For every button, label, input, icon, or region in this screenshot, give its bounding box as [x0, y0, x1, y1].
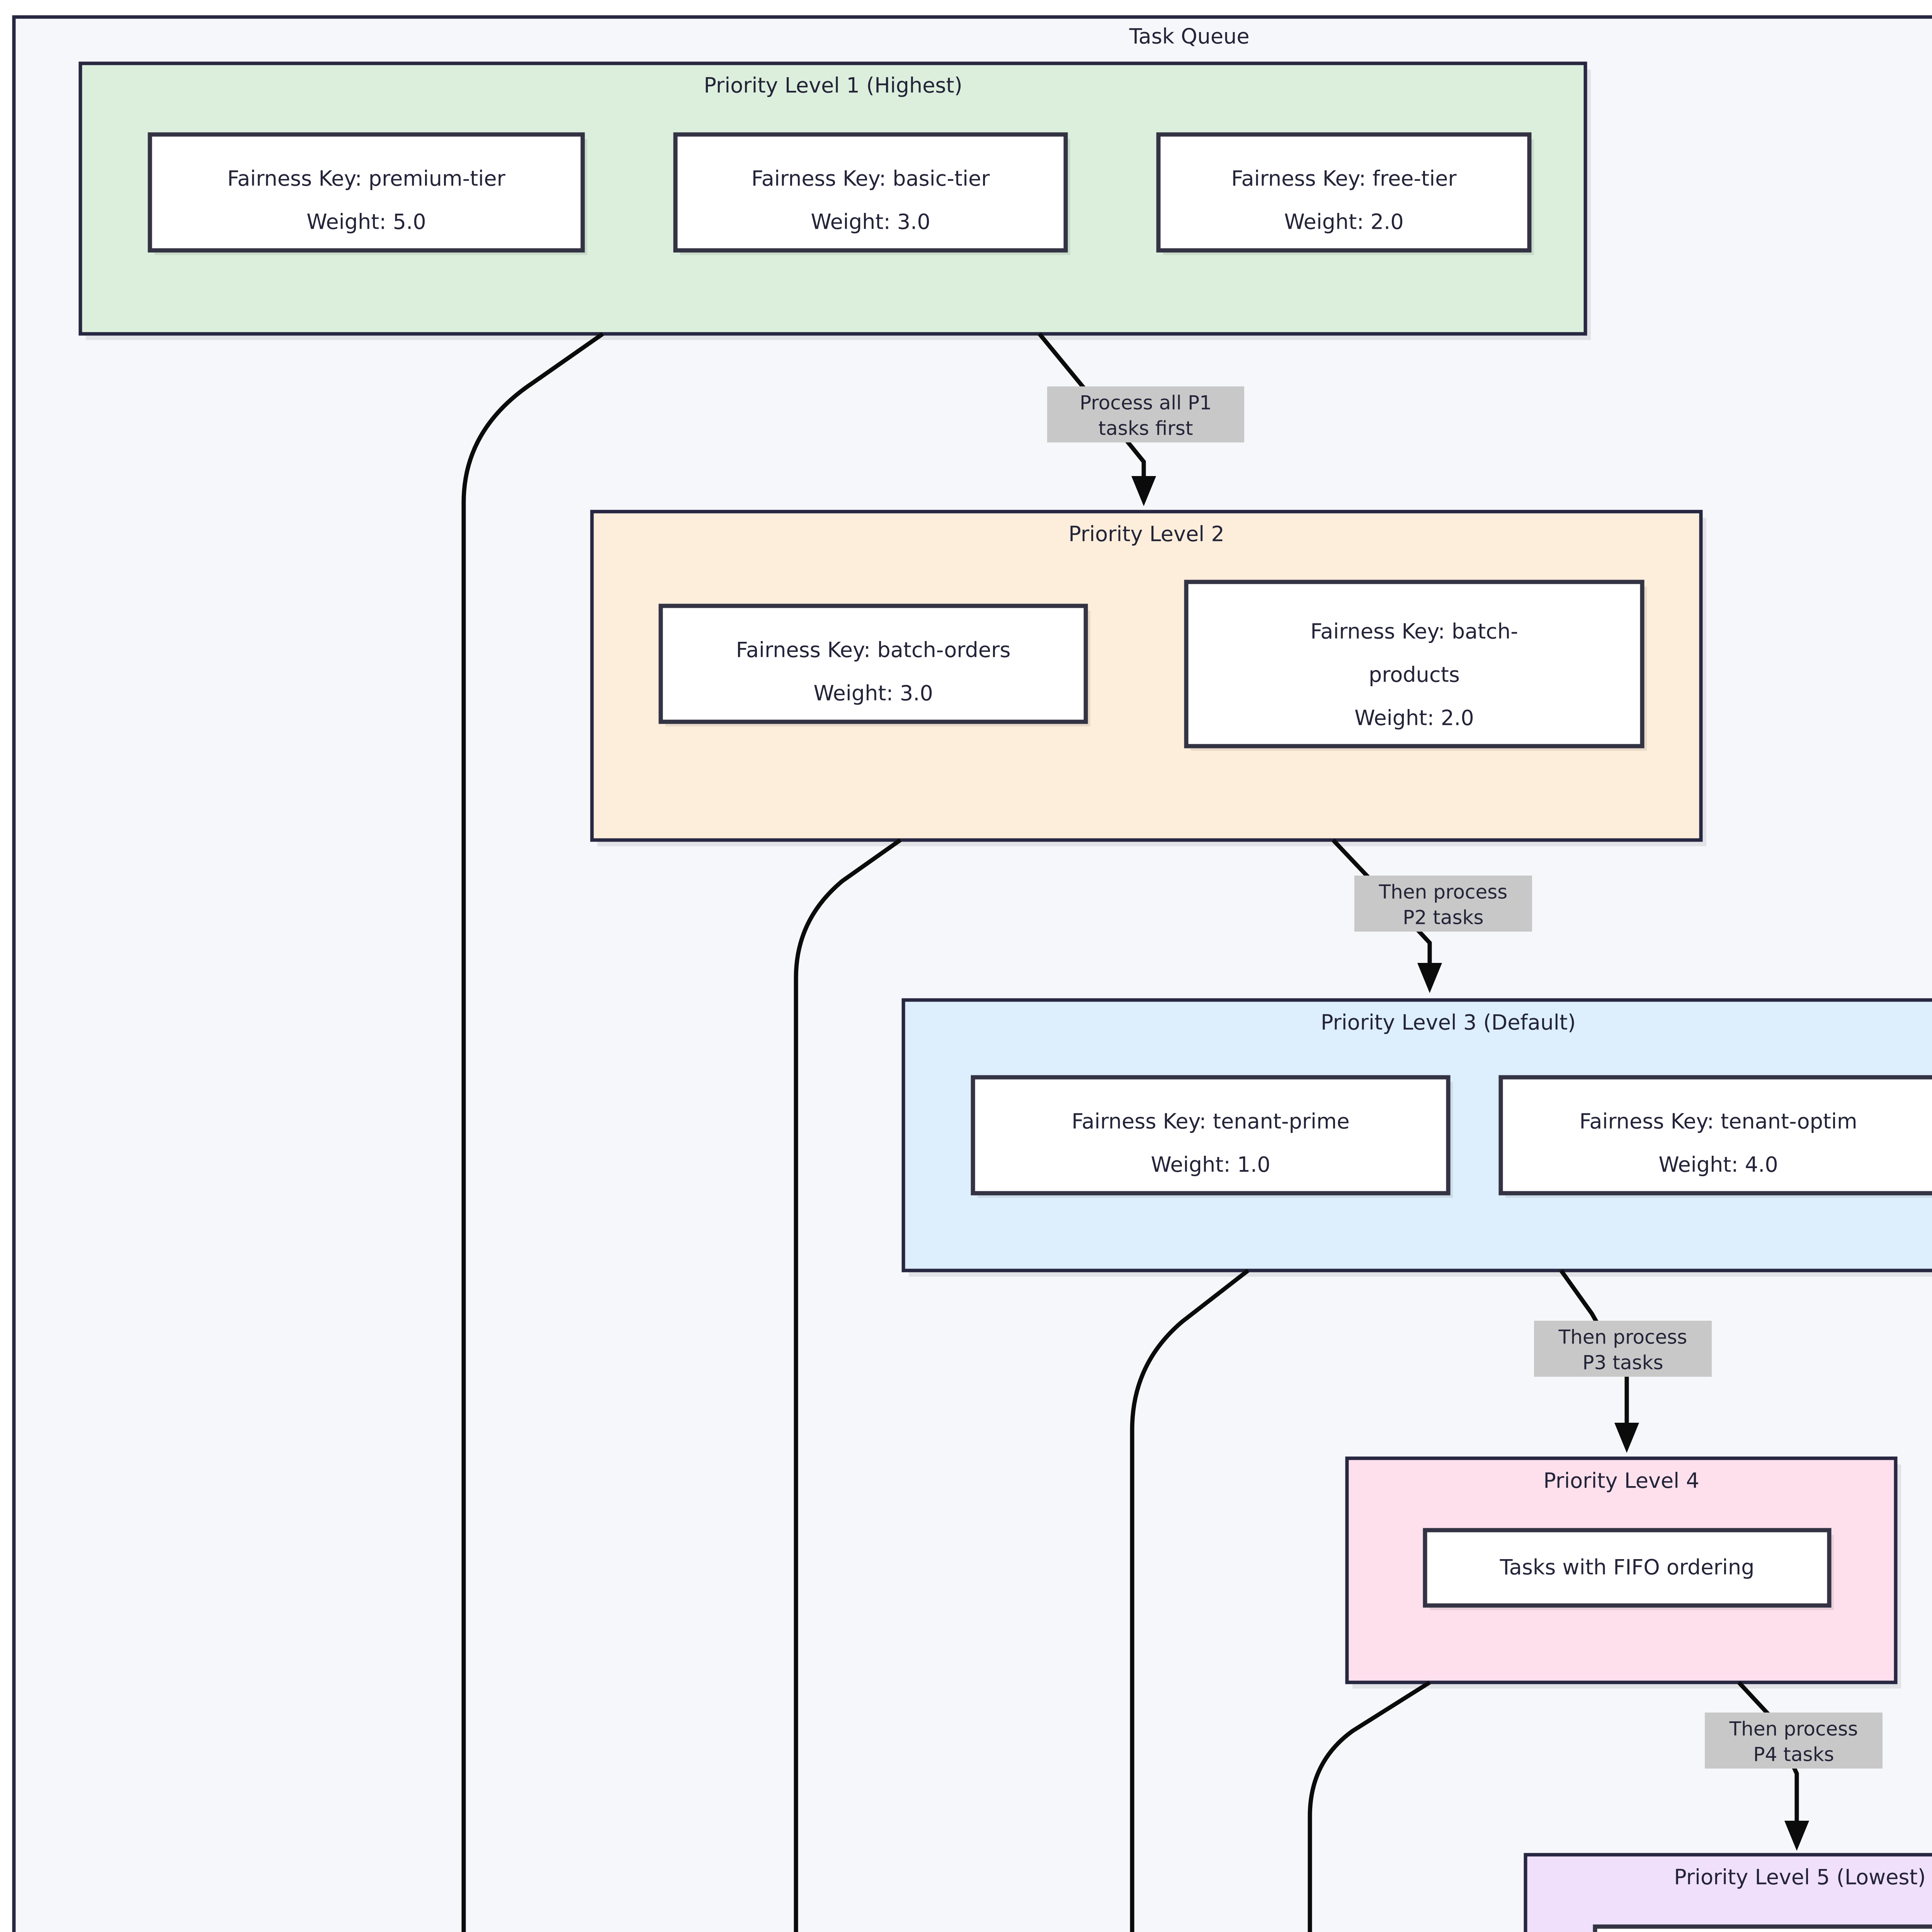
- p1-node-1-weight: Weight: 5.0: [306, 210, 426, 234]
- edge-label-p4-p5: Then process P4 tasks: [1705, 1713, 1883, 1769]
- edge-label-p2-p3: Then process P2 tasks: [1354, 876, 1532, 932]
- p4-title: Priority Level 4: [1543, 1469, 1699, 1493]
- p1-node-2-rect: [673, 132, 1068, 253]
- edge-label-p2-p3-line1: Then process: [1379, 881, 1508, 903]
- p3-node-tenant-prime[interactable]: Fairness Key: tenant-prime Weight: 1.0: [971, 1075, 1453, 1198]
- p2-node-2-key2: products: [1369, 663, 1460, 687]
- p4-node-fifo[interactable]: Tasks with FIFO ordering: [1423, 1528, 1834, 1610]
- p5-rect: [1524, 1853, 1932, 1932]
- priority-level-4-cluster: Priority Level 4 Tasks with FIFO orderin…: [1345, 1456, 1901, 1689]
- edge-label-p4-p5-line2: P4 tasks: [1753, 1743, 1834, 1766]
- p4-node-1-key: Tasks with FIFO ordering: [1500, 1555, 1755, 1580]
- edge-label-p4-p5-bg: [1705, 1713, 1883, 1769]
- p1-node-free-tier[interactable]: Fairness Key: free-tier Weight: 2.0: [1156, 132, 1534, 255]
- p5-title: Priority Level 5 (Lowest): [1674, 1865, 1926, 1889]
- p1-node-3-weight: Weight: 2.0: [1284, 210, 1403, 234]
- p4-node-1-rect: [1423, 1528, 1832, 1608]
- p1-node-1-key: Fairness Key: premium-tier: [227, 167, 505, 191]
- edge-label-p3-p4-line1: Then process: [1558, 1326, 1687, 1349]
- edge-label-p3-p4-bg: [1534, 1321, 1712, 1377]
- p1-node-3-rect: [1156, 132, 1532, 253]
- edge-label-p2-p3-line2: P2 tasks: [1403, 906, 1483, 929]
- edge-label-p1-p2-line2: tasks first: [1099, 417, 1193, 440]
- edge-p1-to-workers: [461, 332, 604, 1932]
- p3-node-tenant-optim[interactable]: Fairness Key: tenant-optim Weight: 4.0: [1498, 1075, 1932, 1198]
- p3-node-1-key: Fairness Key: tenant-prime: [1071, 1109, 1350, 1134]
- task-queue-title: Task Queue: [1129, 24, 1249, 49]
- p2-node-1-rect: [658, 604, 1088, 724]
- p1-node-basic-tier[interactable]: Fairness Key: basic-tier Weight: 3.0: [673, 132, 1070, 255]
- edge-label-p4-p5-line1: Then process: [1729, 1718, 1858, 1740]
- p2-node-batch-orders[interactable]: Fairness Key: batch-orders Weight: 3.0: [658, 604, 1090, 726]
- task-queue-container: Task Queue: [12, 15, 1932, 1932]
- p2-node-1-weight: Weight: 3.0: [813, 681, 933, 706]
- p5-node-fifo[interactable]: Tasks with FIFO ordering: [1593, 1924, 1932, 1932]
- p1-node-premium-tier[interactable]: Fairness Key: premium-tier Weight: 5.0: [148, 132, 587, 255]
- p3-node-2-rect: [1498, 1075, 1932, 1196]
- p3-node-2-key: Fairness Key: tenant-optim: [1579, 1109, 1857, 1134]
- p1-node-1-rect: [148, 132, 585, 253]
- p2-node-2-key: Fairness Key: batch-: [1310, 619, 1518, 644]
- p1-title: Priority Level 1 (Highest): [704, 73, 962, 98]
- p3-title: Priority Level 3 (Default): [1321, 1010, 1576, 1035]
- p1-node-2-weight: Weight: 3.0: [811, 210, 930, 234]
- edge-p4-to-workers: [1308, 1680, 1431, 1932]
- edge-label-p3-p4-line2: P3 tasks: [1582, 1352, 1663, 1374]
- p5-node-1-rect: [1593, 1924, 1932, 1932]
- p3-node-1-rect: [971, 1075, 1451, 1196]
- edge-label-p1-p2: Process all P1 tasks first: [1047, 386, 1244, 442]
- edge-label-p1-p2-line1: Process all P1: [1080, 392, 1212, 414]
- edge-label-p2-p3-bg: [1354, 876, 1532, 932]
- edge-p3-to-workers: [1130, 1269, 1250, 1932]
- p2-node-1-key: Fairness Key: batch-orders: [736, 638, 1011, 662]
- priority-level-1-cluster: Priority Level 1 (Highest) Fairness Key:…: [78, 61, 1591, 340]
- priority-level-2-cluster: Priority Level 2 Fairness Key: batch-ord…: [590, 510, 1706, 846]
- p1-node-2-key: Fairness Key: basic-tier: [752, 167, 990, 191]
- edge-label-p3-p4: Then process P3 tasks: [1534, 1321, 1712, 1377]
- p2-title: Priority Level 2: [1068, 522, 1224, 546]
- p2-node-2-rect: [1184, 580, 1645, 748]
- priority-level-5-cluster: Priority Level 5 (Lowest) Tasks with FIF…: [1524, 1853, 1932, 1932]
- p2-node-2-weight: Weight: 2.0: [1354, 706, 1474, 730]
- p3-node-2-weight: Weight: 4.0: [1658, 1153, 1778, 1177]
- p3-node-1-weight: Weight: 1.0: [1151, 1153, 1270, 1177]
- p2-node-batch-products[interactable]: Fairness Key: batch- products Weight: 2.…: [1184, 580, 1647, 751]
- p1-node-3-key: Fairness Key: free-tier: [1231, 167, 1457, 191]
- edge-label-p1-p2-bg: [1047, 386, 1244, 442]
- priority-level-3-cluster: Priority Level 3 (Default) Fairness Key:…: [901, 998, 1932, 1277]
- edge-p2-to-workers: [794, 838, 902, 1932]
